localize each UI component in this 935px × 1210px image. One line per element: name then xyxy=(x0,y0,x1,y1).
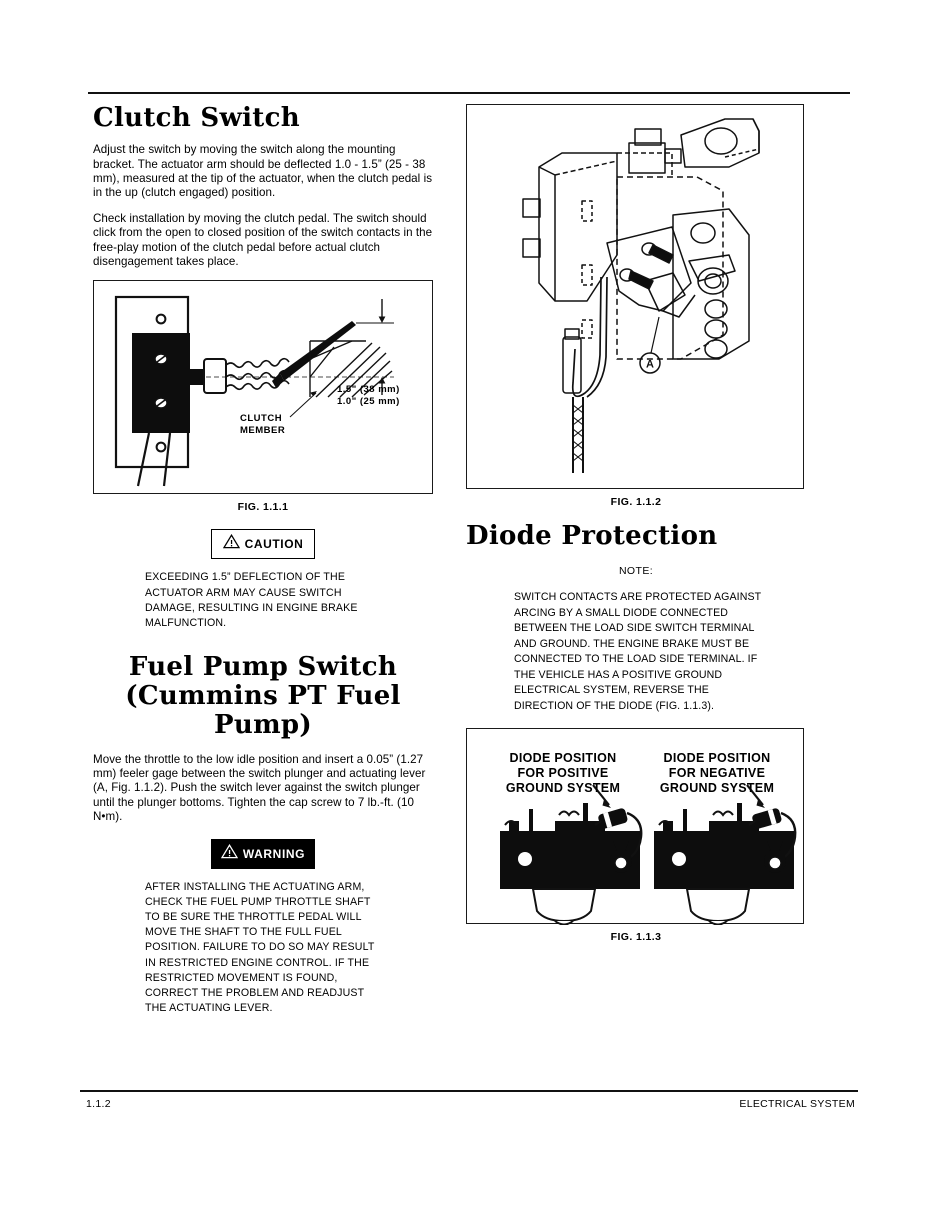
warning-line: THE ACTUATING LEVER. xyxy=(145,1002,273,1015)
caution-text: EXCEEDING 1.5” DEFLECTION OF THE ACTUATO… xyxy=(93,570,433,631)
figure-label-clutch-member-line2: MEMBER xyxy=(240,425,286,437)
caution-line: DAMAGE, RESULTING IN ENGINE BRAKE xyxy=(145,601,358,614)
note-heading: NOTE: xyxy=(618,565,654,578)
warning-text: AFTER INSTALLING THE ACTUATING ARM, CHEC… xyxy=(93,880,433,1017)
figure-1-1-1-caption: FIG. 1.1.1 xyxy=(237,501,289,514)
figure-1-1-3: DIODE POSITION FOR POSITIVE GROUND SYSTE… xyxy=(466,728,804,926)
warning-line: RESTRICTED MOVEMENT IS FOUND, xyxy=(145,971,338,984)
figure-dimension-min: 1.0" (25 mm) xyxy=(337,396,400,408)
caution-block: CAUTION EXCEEDING 1.5” DEFLECTION OF THE… xyxy=(93,529,433,631)
fuel-pump-title-line-2: (Cummins PT Fuel Pump) xyxy=(125,681,401,741)
diode-negative-label: DIODE POSITION FOR NEGATIVE GROUND SYSTE… xyxy=(659,751,775,796)
figure-1-1-2: A xyxy=(466,104,804,489)
caution-header: CAUTION xyxy=(211,529,315,560)
fuel-pump-paragraph-1: Move the throttle to the low idle positi… xyxy=(93,752,426,824)
note-line: CONNECTED TO THE LOAD SIDE TERMINAL. IF xyxy=(514,653,758,666)
header-rule xyxy=(88,92,850,94)
diode-note-text: SWITCH CONTACTS ARE PROTECTED AGAINST AR… xyxy=(466,590,806,714)
warning-line: TO BE SURE THE THROTTLE PEDAL WILL xyxy=(145,910,362,923)
right-column: A FIG. 1.1.2 Diode Protection NOTE: SWIT… xyxy=(466,104,806,943)
warning-line: POSITION. FAILURE TO DO SO MAY RESULT xyxy=(145,941,375,954)
clutch-switch-paragraph-2: Check installation by moving the clutch … xyxy=(93,211,433,268)
figure-1-1-2-caption: FIG. 1.1.2 xyxy=(610,496,662,508)
note-line: THE VEHICLE HAS A POSITIVE GROUND xyxy=(514,668,723,681)
note-line: DIRECTION OF THE DIODE (FIG. 1.1.3). xyxy=(514,699,714,712)
fuel-pump-title-line-1: Fuel Pump Switch xyxy=(128,652,398,683)
figure-label-clutch-member-line1: CLUTCH xyxy=(240,413,283,425)
warning-header: WARNING xyxy=(211,838,315,869)
warning-triangle-icon xyxy=(222,534,240,554)
figure-1-1-3-caption: FIG. 1.1.3 xyxy=(610,931,662,944)
page-title-diode-protection: Diode Protection xyxy=(466,521,718,551)
warning-line: IN RESTRICTED ENGINE CONTROL. IF THE xyxy=(145,956,370,969)
caution-line: MALFUNCTION. xyxy=(145,616,227,629)
fuel-pump-assembly-diagram: A xyxy=(522,118,760,473)
footer-page-number: 1.1.2 xyxy=(86,1098,111,1110)
left-column: Clutch Switch Adjust the switch by movin… xyxy=(93,103,433,1017)
note-line: SWITCH CONTACTS ARE PROTECTED AGAINST xyxy=(514,591,762,604)
caution-label: CAUTION xyxy=(244,537,304,552)
warning-label: WARNING xyxy=(242,846,306,861)
clutch-switch-paragraph-1: Adjust the switch by moving the switch a… xyxy=(93,143,433,200)
warning-block: WARNING AFTER INSTALLING THE ACTUATING A… xyxy=(93,838,433,1017)
warning-line: MOVE THE SHAFT TO THE FULL FUEL xyxy=(145,926,342,939)
warning-triangle-icon xyxy=(220,843,239,864)
clutch-switch-diagram xyxy=(114,296,394,487)
footer-rule xyxy=(80,1090,858,1092)
figure-dimension-max: 1.5" (38 mm) xyxy=(337,384,400,396)
caution-line: EXCEEDING 1.5” DEFLECTION OF THE xyxy=(145,571,346,584)
figure-1-1-1: CLUTCH MEMBER 1.5" (38 mm) 1.0" (25 mm) xyxy=(93,280,433,495)
caution-line: ACTUATOR ARM MAY CAUSE SWITCH xyxy=(145,586,342,599)
warning-line: CHECK THE FUEL PUMP THROTTLE SHAFT xyxy=(145,895,371,908)
note-line: ELECTRICAL SYSTEM, REVERSE THE xyxy=(514,684,709,697)
page-title-clutch-switch: Clutch Switch xyxy=(93,103,300,133)
note-line: BETWEEN THE LOAD SIDE SWITCH TERMINAL xyxy=(514,622,755,635)
note-line: ARCING BY A SMALL DIODE CONNECTED xyxy=(514,606,729,619)
diode-position-diagram xyxy=(500,784,797,926)
warning-line: AFTER INSTALLING THE ACTUATING ARM, xyxy=(145,880,365,893)
footer-section-name: ELECTRICAL SYSTEM xyxy=(739,1098,855,1110)
page-title-fuel-pump-switch: Fuel Pump Switch (Cummins PT Fuel Pump) xyxy=(93,653,433,740)
note-line: AND GROUND. THE ENGINE BRAKE MUST BE xyxy=(514,637,750,650)
diode-positive-label: DIODE POSITION FOR POSITIVE GROUND SYSTE… xyxy=(505,751,621,796)
warning-line: CORRECT THE PROBLEM AND READJUST xyxy=(145,986,365,999)
svg-text:A: A xyxy=(646,359,654,371)
